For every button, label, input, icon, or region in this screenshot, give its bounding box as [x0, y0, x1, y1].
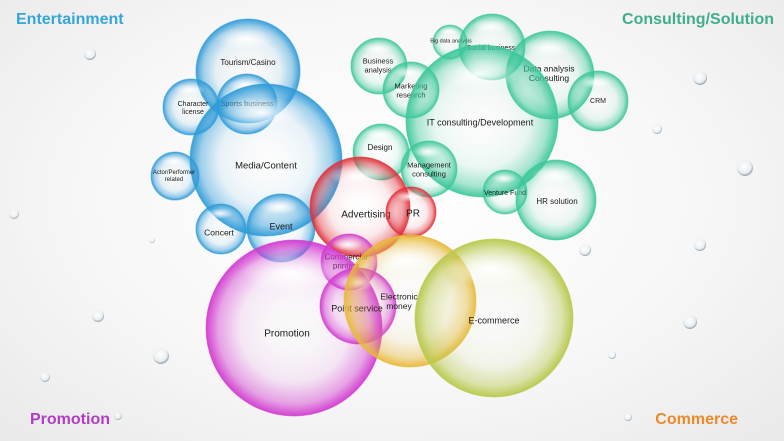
bubble-highlight [362, 42, 393, 55]
droplet-decoration [693, 71, 707, 85]
bubble-highlight [370, 245, 444, 275]
bubble-label: Concert [204, 227, 234, 237]
bubble-highlight [332, 238, 363, 251]
bubble-label: Big data analysis [430, 38, 472, 44]
bubble-label: Electronic [380, 291, 418, 301]
droplet-decoration [40, 372, 50, 382]
corner-title-entertainment: Entertainment [16, 11, 124, 28]
bubble-label: Promotion [264, 329, 310, 340]
bubble-highlight [216, 27, 274, 51]
bubble-label: IT consulting/Development [427, 117, 534, 127]
droplet-decoration [9, 209, 19, 219]
droplet-decoration [149, 237, 155, 243]
bubble-highlight [260, 199, 298, 215]
bubble-label: Marketing [395, 82, 428, 91]
bubble-highlight [446, 251, 534, 287]
bubble-highlight [472, 19, 509, 34]
bubble-highlight [436, 57, 520, 91]
bubble-highlight [580, 75, 613, 89]
droplet-decoration [579, 244, 591, 256]
bubble-highlight [394, 66, 425, 79]
bubble-label: Advertising [341, 210, 390, 221]
bubble-label: E-commerce [468, 315, 519, 325]
bubble-label: Consulting [529, 73, 569, 83]
droplet-decoration [624, 413, 632, 421]
bubble-highlight [330, 165, 385, 187]
bubble-label: Media/Content [235, 161, 297, 172]
droplet-decoration [737, 160, 753, 176]
corner-title-promotion: Promotion [30, 411, 110, 428]
background-droplets [9, 48, 753, 421]
bubble-label: CRM [590, 98, 606, 105]
bubble-highlight [241, 254, 338, 293]
bubble-highlight [206, 208, 234, 219]
bubble-highlight [160, 155, 187, 167]
bubble-hr: HR solution [515, 159, 597, 241]
droplet-decoration [114, 412, 122, 420]
droplet-decoration [683, 315, 697, 329]
bubble-highlight [364, 128, 395, 141]
bubble-label: Business [363, 57, 394, 66]
bubble-highlight [532, 166, 576, 184]
bubble-label: related [165, 177, 183, 183]
bubble-media: Media/Content [189, 83, 343, 237]
bubble-label: Data analysis [523, 63, 574, 73]
droplet-decoration [92, 310, 104, 322]
corner-title-consulting: Consulting/Solution [622, 11, 774, 28]
bubble-label: license [182, 109, 204, 116]
bubble-label: Actor/Performer [153, 170, 195, 176]
bubble-label: money [386, 301, 412, 311]
droplet-decoration [84, 48, 96, 60]
bubble-pr: PR [385, 186, 437, 238]
bubble-label: Event [269, 221, 293, 231]
corner-title-commerce: Commerce [655, 411, 738, 428]
bubble-highlight [174, 83, 206, 96]
bubble-ecommerce: E-commerce [414, 238, 574, 398]
droplet-decoration [694, 239, 706, 251]
bubble-crm: CRM [567, 70, 629, 132]
bubble-label: Tourism/Casino [220, 58, 276, 67]
bubble-concert: Concert [195, 203, 247, 255]
bubble-highlight [396, 191, 424, 202]
bubble-highlight [220, 96, 304, 130]
bubble-highlight [523, 38, 572, 58]
droplet-decoration [608, 351, 616, 359]
droplet-decoration [153, 348, 169, 364]
bubble-highlight [491, 173, 516, 184]
bubble-label: Design [368, 143, 393, 152]
bubble-label: PR [406, 209, 420, 220]
bubble-label: HR solution [536, 197, 577, 206]
bubble-label: Management [407, 161, 452, 170]
bubble-highlight [439, 27, 459, 36]
bubble-label: analysis [364, 65, 391, 74]
bubble-highlight [412, 145, 443, 158]
bubble-label: Character [178, 101, 209, 108]
bubble-label: Venture Fund [484, 190, 526, 197]
bubble-layer: Tourism/CasinoCharacterlicenseSports bus… [150, 13, 629, 417]
bubble-label: consulting [412, 169, 446, 178]
bubble-advertising: Advertising [309, 156, 411, 258]
droplet-decoration [652, 124, 662, 134]
